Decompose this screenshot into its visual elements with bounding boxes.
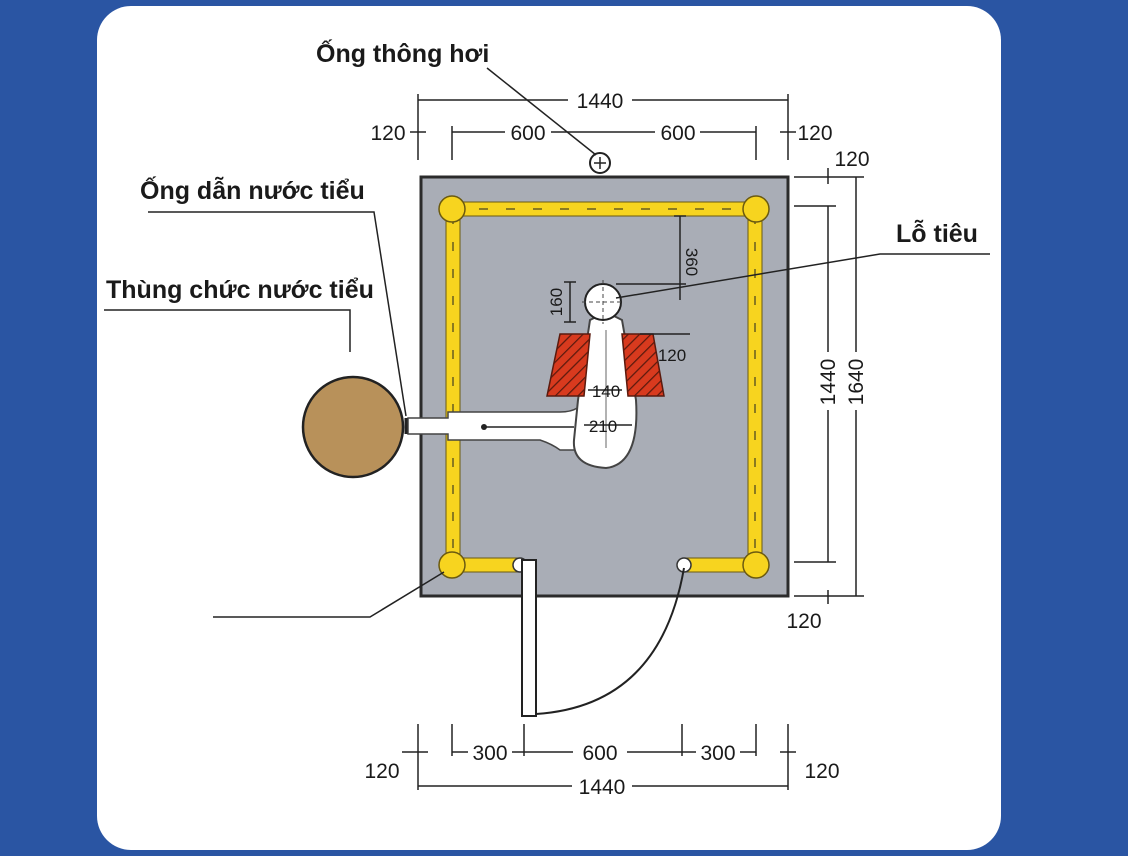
dim-foot-width: 140 — [592, 382, 620, 401]
door-swing-arc — [535, 567, 685, 715]
dim-right-outer: 1640 — [845, 359, 868, 406]
leader-urine-pipe — [148, 211, 407, 417]
dim-top-right-wall: 120 — [797, 122, 832, 145]
leader-vent — [486, 67, 597, 156]
top-dimension-lines — [410, 94, 796, 160]
wall-top — [443, 201, 767, 217]
dim-right-bottom-wall: 120 — [786, 610, 821, 633]
dim-bottom-left-span: 300 — [472, 742, 507, 765]
drop-hole — [582, 280, 624, 324]
post-bottom-left — [438, 551, 466, 579]
door — [521, 559, 685, 717]
label-vent-pipe: Ống thông hơi — [316, 38, 489, 68]
label-hole: Lỗ tiêu — [896, 218, 978, 248]
dim-channel-width: 210 — [589, 417, 617, 436]
dim-bottom-left-wall: 120 — [364, 760, 399, 783]
dim-bottom-right-span: 300 — [700, 742, 735, 765]
leader-hole — [615, 253, 990, 299]
dim-hole-offset: 360 — [682, 248, 701, 276]
leader-bottom-left — [213, 571, 445, 618]
post-top-right — [742, 195, 770, 223]
dim-right-top-wall: 120 — [834, 148, 869, 171]
dim-bottom-door: 600 — [582, 742, 617, 765]
dim-top-left-wall: 120 — [370, 122, 405, 145]
inner-dimensions — [564, 215, 690, 426]
label-urine-tank: Thùng chức nước tiểu — [106, 276, 374, 304]
dim-right-inner: 1440 — [817, 359, 840, 406]
dim-bottom-right-wall: 120 — [804, 760, 839, 783]
urine-channel-dot — [481, 424, 487, 430]
leader-lines — [104, 67, 990, 618]
dim-hole-diameter: 160 — [547, 288, 566, 316]
dim-foot-gap: 120 — [658, 346, 686, 365]
foot-rest-left — [546, 333, 591, 397]
dim-top-total: 1440 — [577, 90, 624, 113]
post-top-left — [438, 195, 466, 223]
door-leaf — [521, 559, 537, 717]
label-urine-pipe: Ống dẫn nước tiểu — [140, 175, 365, 205]
dim-bottom-total: 1440 — [579, 776, 626, 799]
leader-urine-tank — [104, 309, 351, 352]
vent-pipe — [589, 152, 611, 174]
post-bottom-right — [742, 551, 770, 579]
bottom-dimension-lines — [402, 724, 796, 790]
wall-frame — [438, 195, 770, 579]
right-dimension-lines — [794, 168, 864, 604]
urine-tank — [301, 375, 405, 479]
dim-top-right-span: 600 — [660, 122, 695, 145]
dim-top-left-span: 600 — [510, 122, 545, 145]
